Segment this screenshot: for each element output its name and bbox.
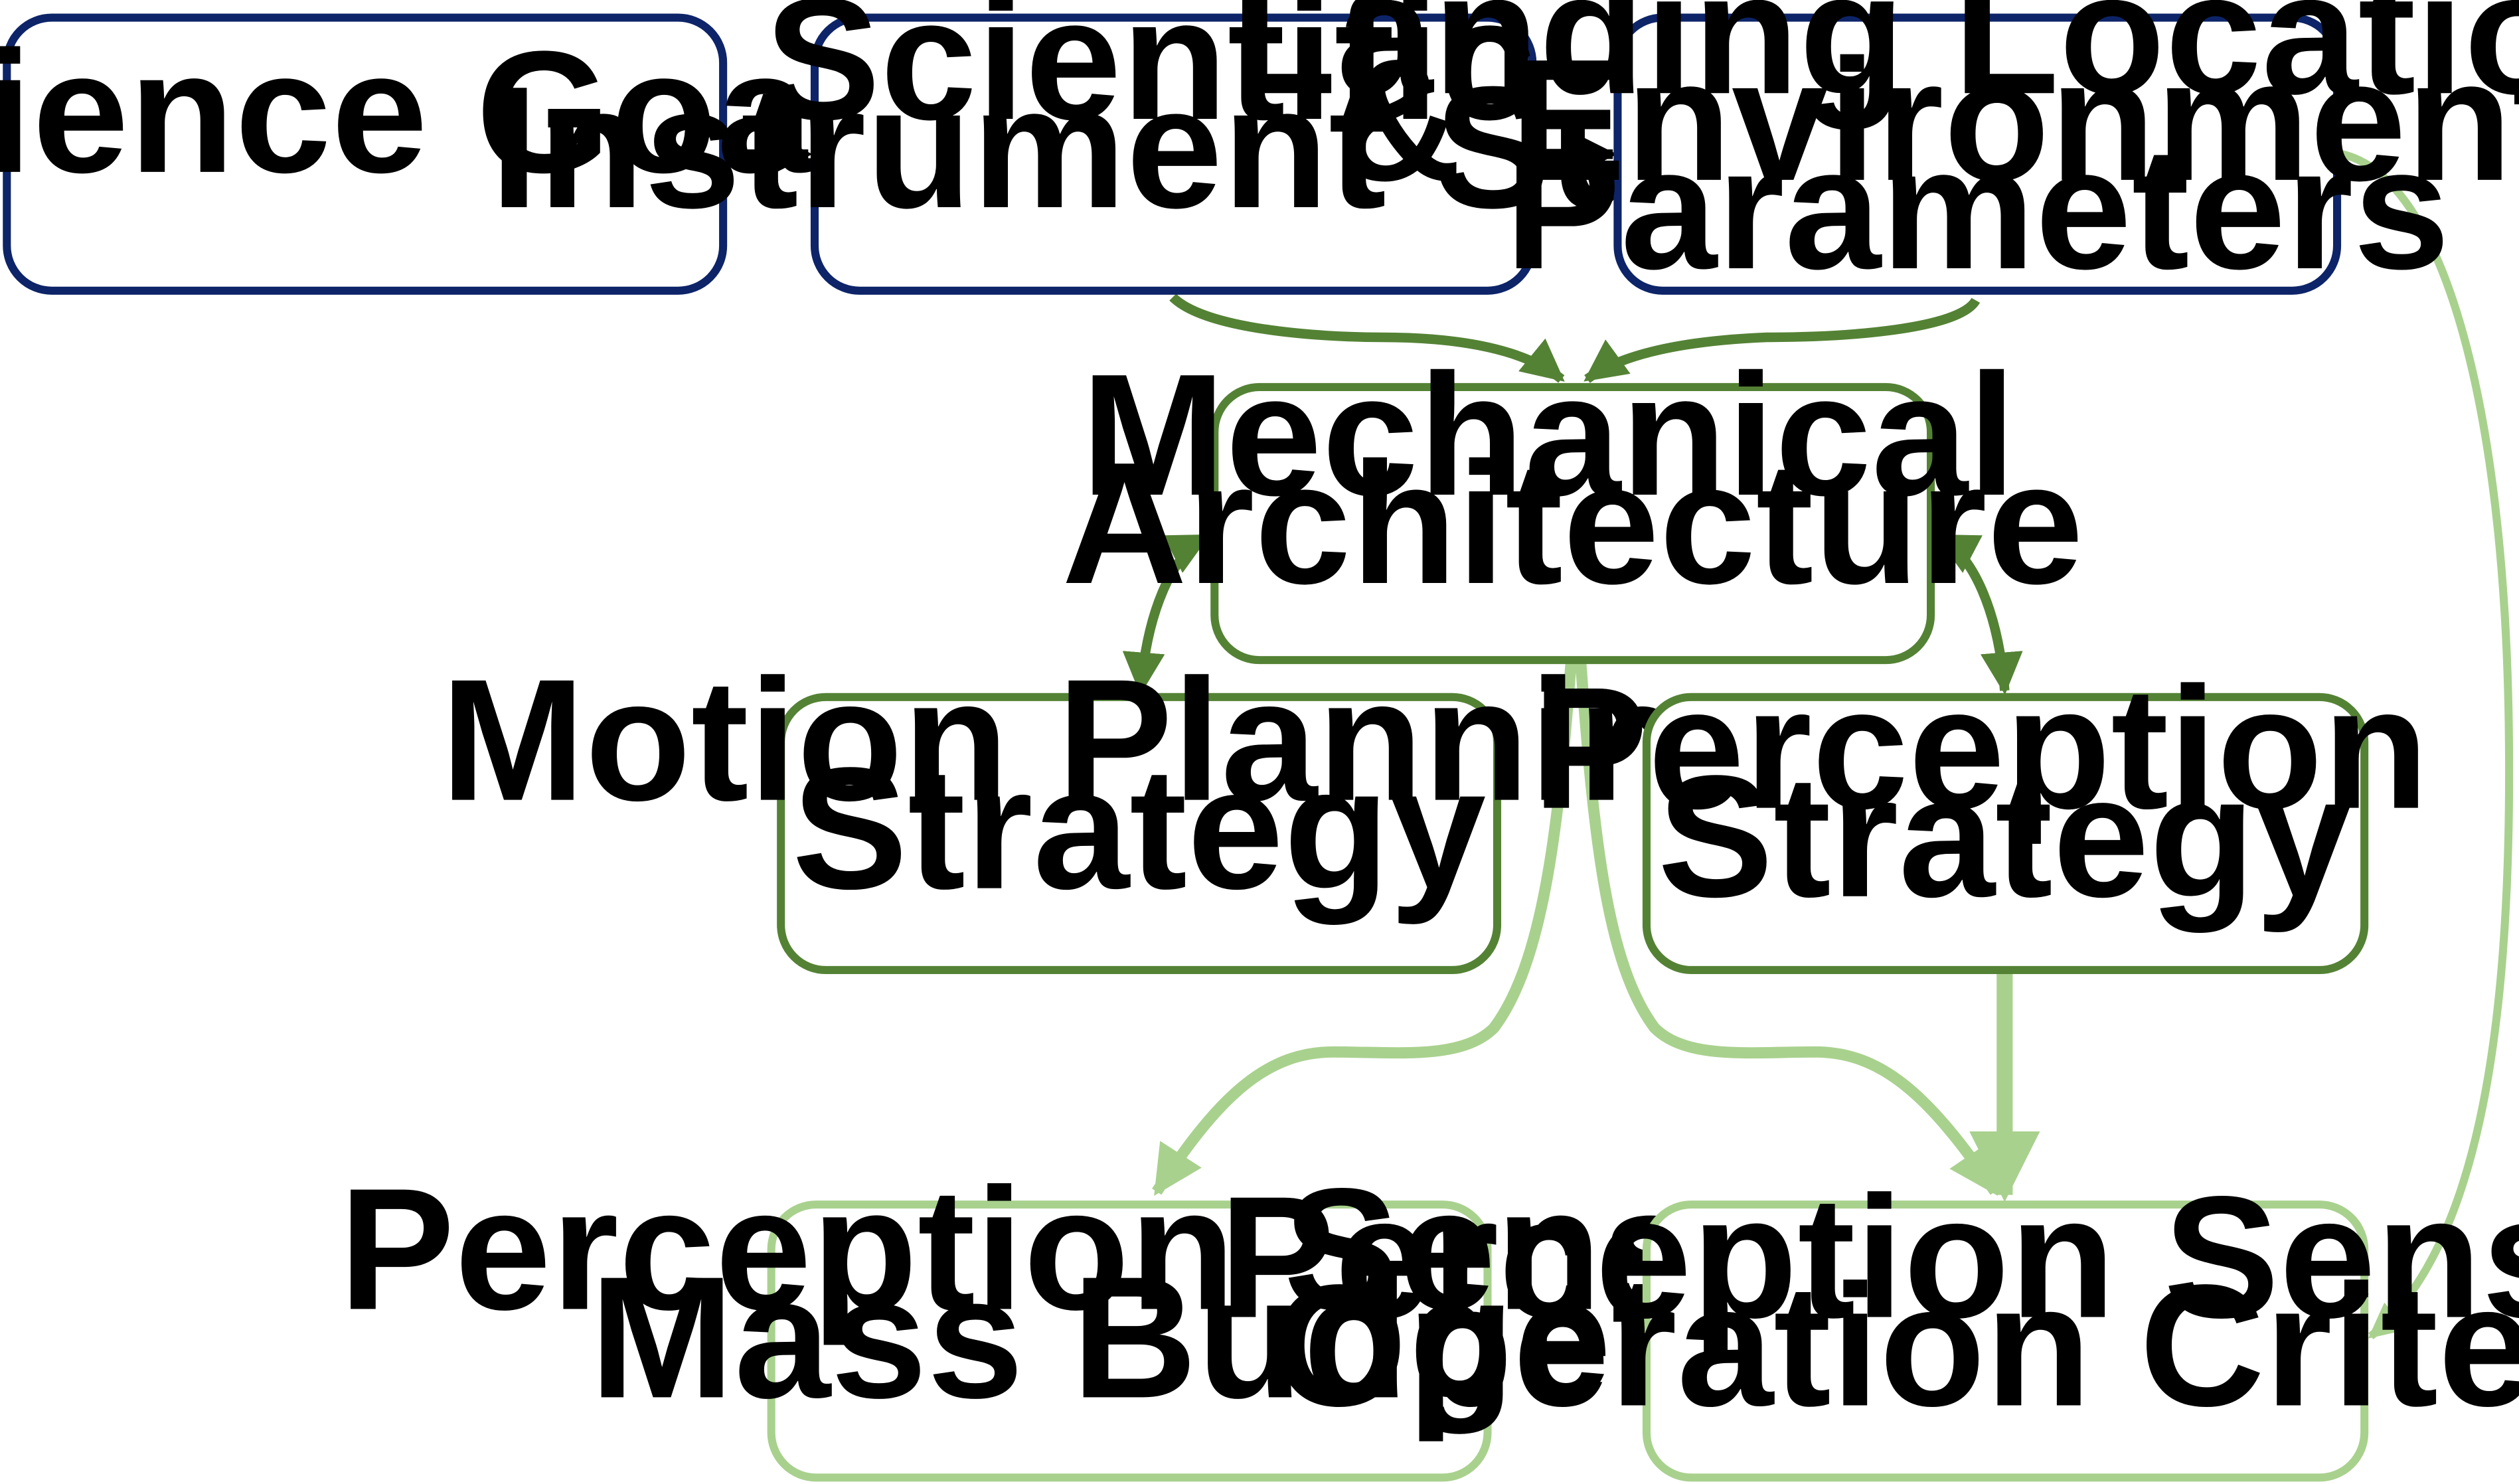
node-motion-planning-line-2: Strategy xyxy=(792,732,1487,926)
node-perception-strategy-line-1: Perception xyxy=(1532,652,2429,846)
node-sensor-mass-budget: Perception Sensor Mass Budget xyxy=(339,1153,1920,1482)
node-landing-location-line-1: Landing Location xyxy=(1231,0,2519,131)
edge-mechanical-architecture-to-mass-budget xyxy=(1152,661,1577,1196)
svg-text:Mechanical Architectur: Mechanical Architecture xyxy=(1062,339,2083,620)
node-sensor-operation-criteria: Perception Sensor Operation Criteria xyxy=(1219,1161,2519,1482)
svg-text:Perception Sensor Oper: Perception Sensor Operation Criteria xyxy=(1219,1161,2519,1443)
node-mechanical-architecture-line-1: Mechanical xyxy=(1081,339,2016,532)
node-sensor-operation-criteria-line-1: Perception Sensor xyxy=(1219,1161,2519,1355)
edge-landing-location-to-operation-criteria xyxy=(2340,150,2514,1340)
node-motion-planning-line-1: Motion Planning xyxy=(441,644,1789,838)
edge-mechanical-architecture-perception-strategy xyxy=(1935,532,2023,695)
node-science-goals-line-1: Science Goals xyxy=(0,16,958,209)
node-perception-strategy-line-2: Strategy xyxy=(1658,740,2353,934)
node-sensor-mass-budget-line-2: Mass Budget xyxy=(590,1241,1669,1435)
node-landing-location: Landing Location & Environment Parameter… xyxy=(1231,0,2519,305)
edge-instrument-suite-to-mechanical-architecture xyxy=(1169,293,1565,383)
node-sensor-mass-budget-line-1: Perception Sensor xyxy=(339,1153,1872,1347)
svg-text:Perception Sensor Mass: Perception Sensor Mass Budget xyxy=(339,1153,1920,1435)
node-sensor-operation-criteria-line-2: Operation Criteria xyxy=(1272,1249,2519,1443)
svg-text:Landing Location & Env: Landing Location & Environment Parameter… xyxy=(1231,0,2519,305)
node-science-goals: Science Goals xyxy=(0,13,958,295)
edge-landing-location-to-mechanical-architecture xyxy=(1584,297,1981,383)
node-instrument-suite-line-1: Scientific xyxy=(765,0,1536,156)
edge-mechanical-architecture-to-operation-criteria xyxy=(1575,661,2000,1196)
node-landing-location-line-3: Parameters xyxy=(1505,112,2450,305)
svg-text:Science Goals: Science Goals xyxy=(0,16,958,209)
node-landing-location-line-2: & Environment xyxy=(1337,24,2519,217)
node-mechanical-architecture: Mechanical Architecture xyxy=(1062,339,2083,665)
node-perception-strategy: Perception Strategy xyxy=(1532,652,2477,975)
svg-text:Perception Strategy: Perception Strategy xyxy=(1532,652,2477,934)
node-mechanical-architecture-line-2: Architecture xyxy=(1062,427,2083,620)
svg-text:Motion Planning Strate: Motion Planning Strategy xyxy=(441,644,1838,926)
edge-mechanical-architecture-motion-planning xyxy=(1122,532,1210,695)
node-motion-planning: Motion Planning Strategy xyxy=(441,644,1838,975)
